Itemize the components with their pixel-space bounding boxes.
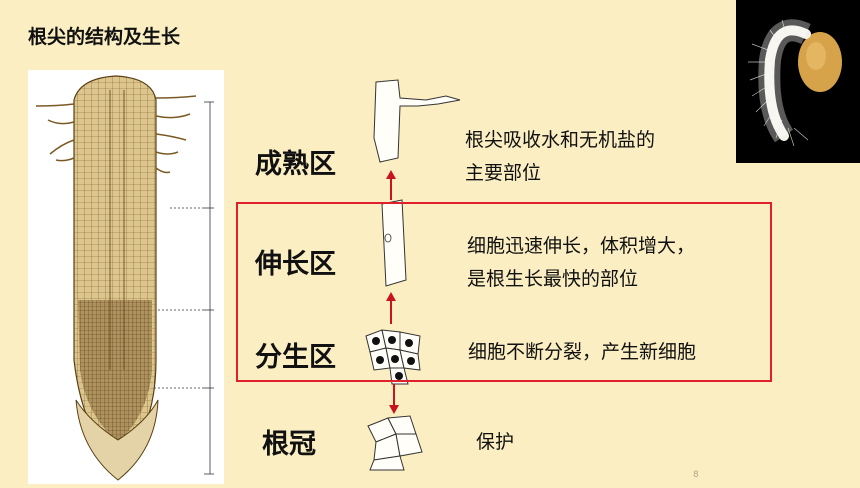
arrow-down-to-root-cap xyxy=(388,384,400,418)
germinating-seed-photo xyxy=(736,0,860,163)
description-line: 细胞不断分裂，产生新细胞 xyxy=(468,341,697,363)
growth-zones-highlight-box xyxy=(236,202,772,382)
zone-label-root-cap: 根冠 xyxy=(262,429,316,460)
root-cap-description: 保护 xyxy=(476,426,514,459)
maturation-description: 根尖吸收水和无机盐的 主要部位 xyxy=(465,124,655,190)
root-tip-diagram xyxy=(28,70,224,484)
description-line: 是根生长最快的部位 xyxy=(467,268,639,290)
meristem-description: 细胞不断分裂，产生新细胞 xyxy=(468,336,696,369)
description-line: 根尖吸收水和无机盐的 xyxy=(465,129,656,151)
maturation-cell-illustration xyxy=(368,78,468,172)
description-line: 细胞迅速伸长，体积增大， xyxy=(467,235,696,257)
root-cap-cells-illustration xyxy=(364,412,428,476)
meristem-cells-illustration xyxy=(364,326,426,390)
arrow-up-to-elongation xyxy=(385,292,397,328)
elongation-cell-illustration xyxy=(374,198,410,294)
zone-label-elongation: 伸长区 xyxy=(255,249,336,280)
elongation-description: 细胞迅速伸长，体积增大， 是根生长最快的部位 xyxy=(467,230,695,296)
arrow-up-to-maturation xyxy=(385,170,397,204)
page-number: 8 xyxy=(693,470,699,480)
zone-label-maturation: 成熟区 xyxy=(255,149,336,180)
slide-title: 根尖的结构及生长 xyxy=(28,26,181,48)
description-line: 保护 xyxy=(476,431,515,453)
description-line: 主要部位 xyxy=(465,162,542,184)
zone-label-meristem: 分生区 xyxy=(255,342,336,373)
